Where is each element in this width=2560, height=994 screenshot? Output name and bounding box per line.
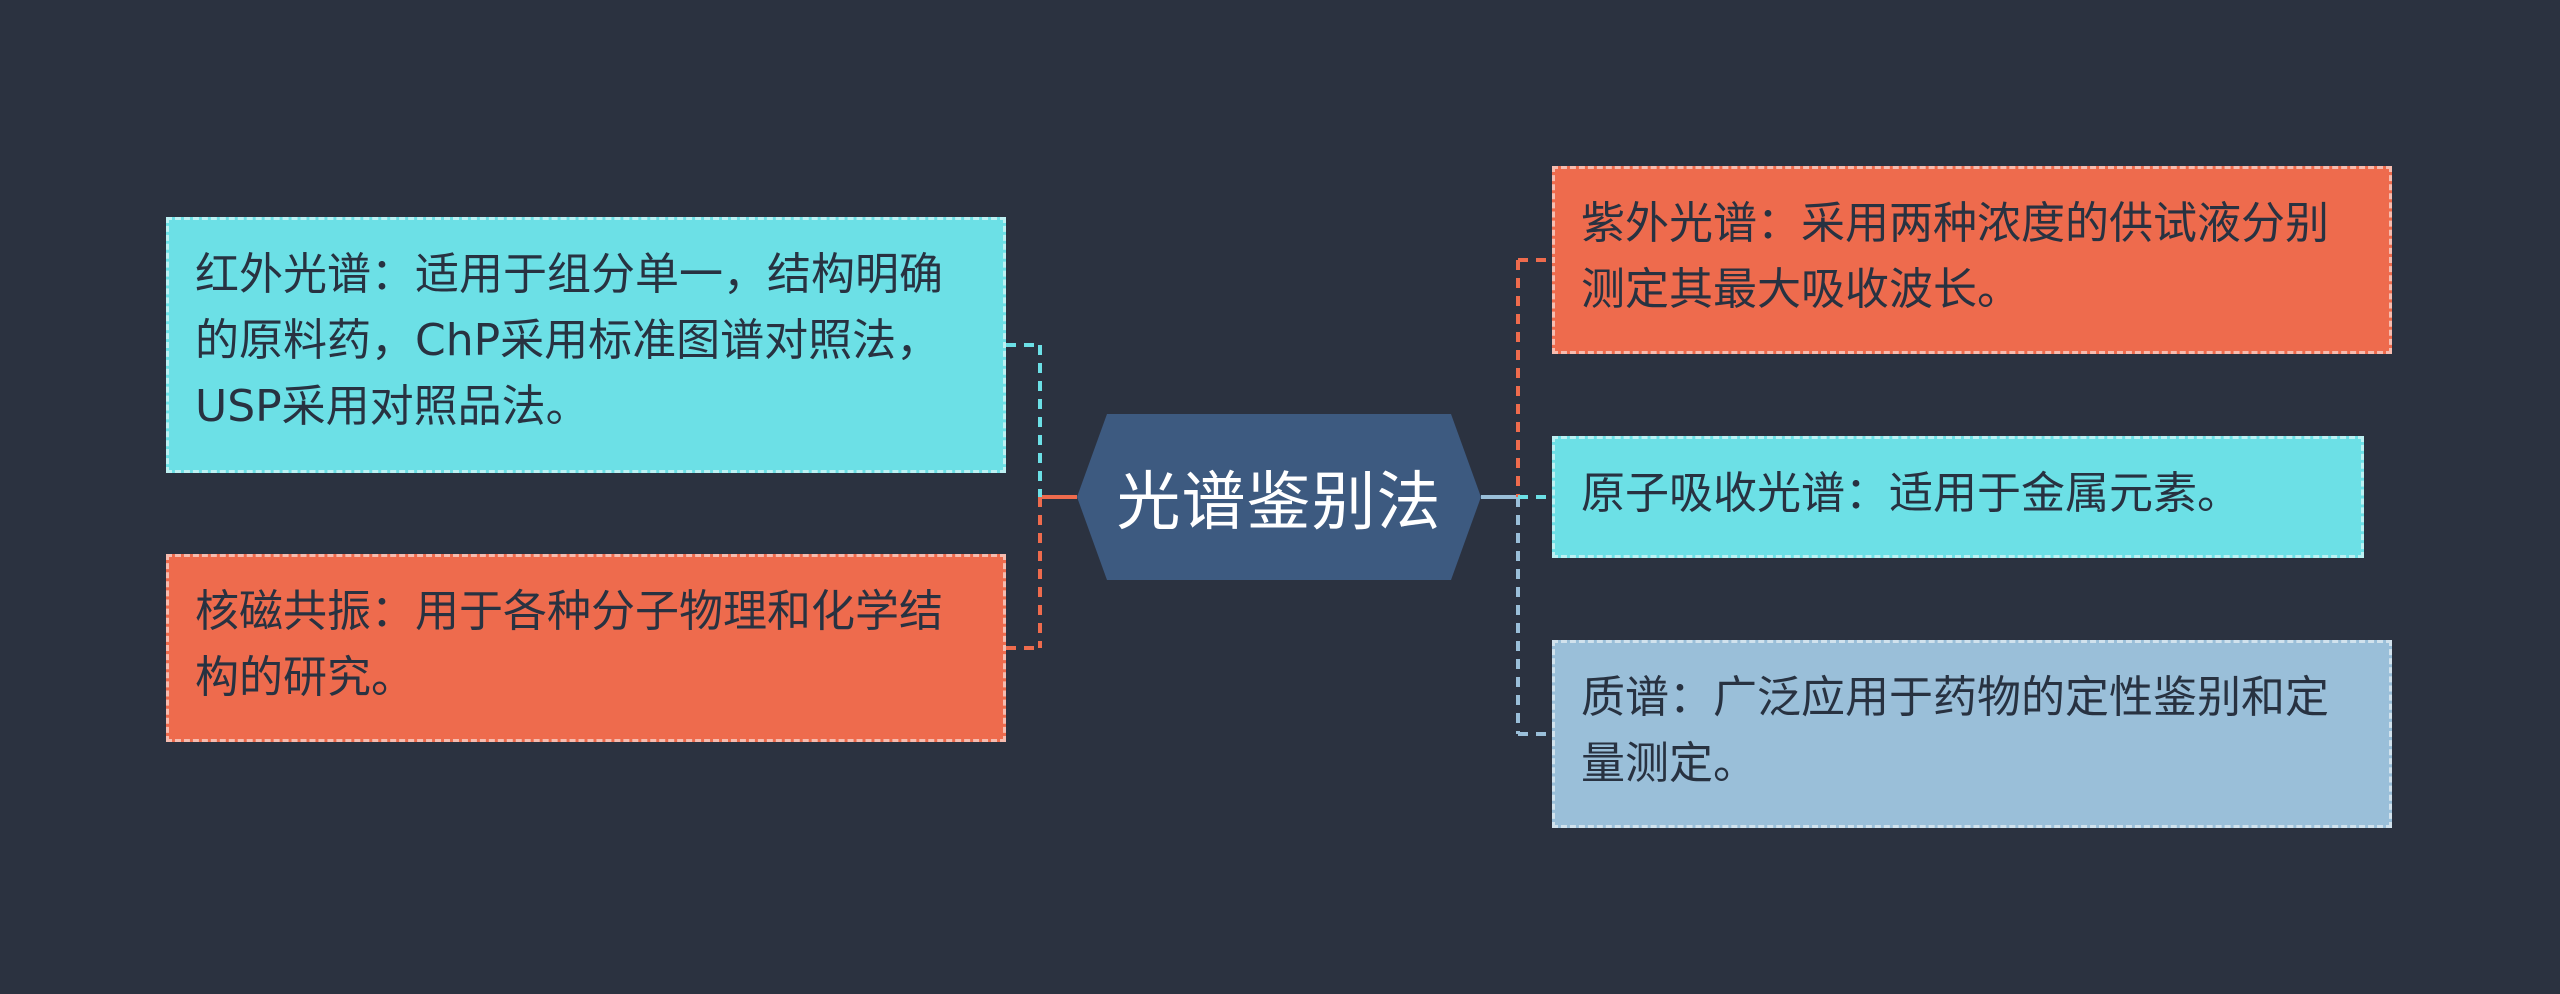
topic-nuclear-magnetic-resonance[interactable]: 核磁共振：用于各种分子物理和化学结构的研究。	[166, 554, 1006, 742]
center-hexagon-shape	[1077, 414, 1481, 580]
center-topic-label: 光谱鉴别法	[1116, 466, 1442, 540]
topic-atomic-absorption-spectrum[interactable]: 原子吸收光谱：适用于金属元素。	[1552, 436, 2364, 558]
topic-infrared-spectrum[interactable]: 红外光谱：适用于组分单一，结构明确的原料药，ChP采用标准图谱对照法，USP采用…	[166, 217, 1006, 473]
topic-ultraviolet-spectrum[interactable]: 紫外光谱：采用两种浓度的供试液分别测定其最大吸收波长。	[1552, 166, 2392, 354]
topic-mass-spectrometry[interactable]: 质谱：广泛应用于药物的定性鉴别和定量测定。	[1552, 640, 2392, 828]
center-topic-node[interactable]: 光谱鉴别法	[1077, 414, 1481, 580]
